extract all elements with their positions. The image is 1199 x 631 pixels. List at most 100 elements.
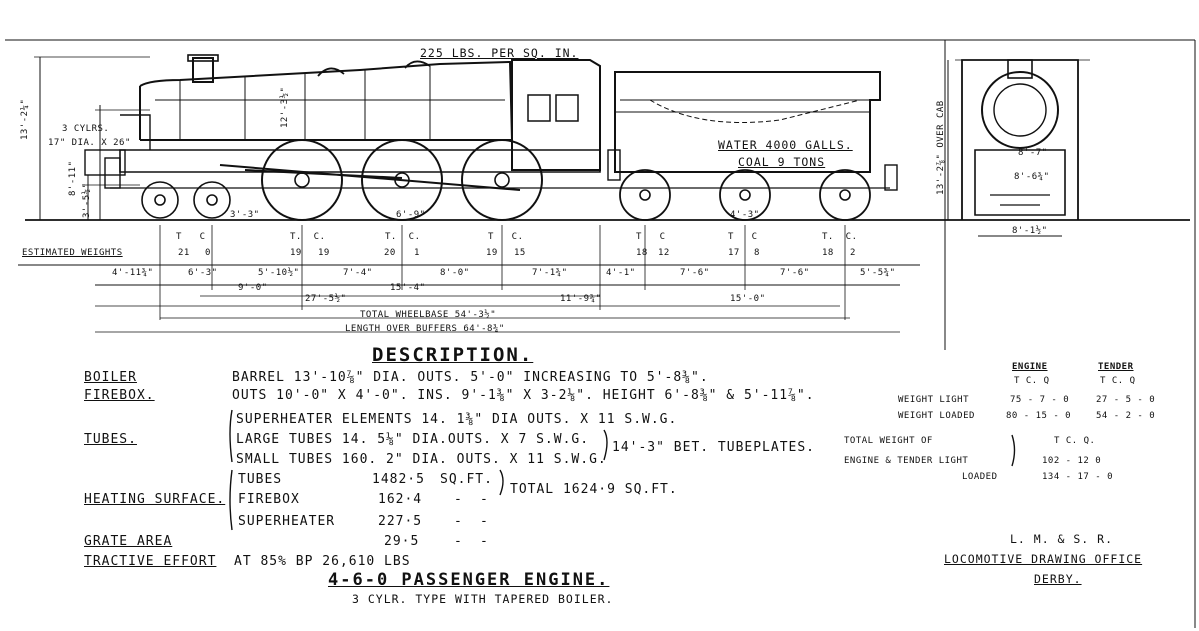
tubeplates-text: 14'-3" BET. TUBEPLATES.: [612, 440, 816, 455]
chimney: [192, 57, 214, 83]
boiler-label: BOILER: [84, 370, 137, 385]
axle-2-c: 19: [318, 248, 330, 258]
cylinders-dia-label: 17" DIA. X 26": [48, 138, 131, 148]
grate-area-value: 29·5: [384, 534, 420, 549]
driving-wheel-1: [261, 139, 343, 221]
weight-light-label: WEIGHT LIGHT: [898, 395, 970, 405]
grate-ditto-1: -: [454, 534, 463, 549]
dim-2: 6'-3": [188, 268, 218, 278]
height-footplate: 3'-5½": [82, 182, 92, 218]
heating-surface-label: HEATING SURFACE.: [84, 492, 226, 507]
tubes-label: TUBES.: [84, 432, 137, 447]
axle-4-c: 15: [514, 248, 526, 258]
engine-subtitle: 3 CYLR. TYPE WITH TAPERED BOILER.: [352, 592, 614, 606]
bogie-wheel-dia: 3'-3": [230, 210, 260, 220]
office-line-1: L. M. & S. R.: [1010, 532, 1114, 546]
dim-3: 5'-10½": [258, 268, 300, 278]
driving-wheel-3: [461, 139, 543, 221]
length-over-buffers: LENGTH OVER BUFFERS 64'-8¾": [345, 324, 505, 334]
tender-wheel-2: [719, 169, 771, 221]
dim-r3a: 27'-5½": [305, 294, 347, 304]
total-weight-label-1: TOTAL WEIGHT OF: [844, 436, 933, 446]
axle-1-t: 21: [178, 248, 190, 258]
weight-loaded-tender: 54 - 2 - 0: [1096, 411, 1156, 421]
dim-r2a: 9'-0": [238, 283, 268, 293]
height-boiler: 12'-3½": [280, 86, 290, 128]
hs-super-ditto-2: -: [480, 514, 489, 529]
front-height: 13'-2⅞" OVER CAB: [936, 100, 946, 195]
hs-unit: SQ.FT.: [440, 472, 493, 487]
hs-firebox-value: 162·4: [378, 492, 423, 507]
height-center: 8'-11": [68, 160, 78, 196]
tender-wheel-1: [619, 169, 671, 221]
dim-4: 7'-4": [343, 268, 373, 278]
dim-r3b: 11'-9¾": [560, 294, 602, 304]
boiler-outline: [139, 60, 514, 141]
hs-firebox-ditto-1: -: [454, 492, 463, 507]
axle-6-c: 8: [754, 248, 760, 258]
axle-1-c: 0: [205, 248, 211, 258]
axle-4-t: 19: [486, 248, 498, 258]
bogie-wheel-rear: [193, 181, 231, 219]
axle-3-c: 1: [414, 248, 420, 258]
tubes-line-1: SUPERHEATER ELEMENTS 14. 1⅜" DIA OUTS. X…: [236, 412, 678, 427]
tender-column-header: TENDER: [1098, 362, 1134, 372]
bogie-wheel-front: [141, 181, 179, 219]
tubes-line-3: SMALL TUBES 160. 2" DIA. OUTS. X 11 S.W.…: [236, 452, 607, 467]
axle-7-t: 18: [822, 248, 834, 258]
hs-firebox-label: FIREBOX: [238, 492, 300, 507]
total-weight-light: 102 - 12 0: [1042, 456, 1102, 466]
engine-column-header: ENGINE: [1012, 362, 1048, 372]
total-weight-tcq: T C. Q.: [1054, 436, 1096, 446]
office-line-2: LOCOMOTIVE DRAWING OFFICE: [944, 552, 1143, 566]
hs-tubes-label: TUBES: [238, 472, 283, 487]
axle-2-t: 19: [290, 248, 302, 258]
dim-7: 4'-1": [606, 268, 636, 278]
hs-tubes-value: 1482·5: [372, 472, 425, 487]
cab-outline: [511, 59, 601, 171]
axle-7-c: 2: [850, 248, 856, 258]
height-overall: 13'-2¼": [20, 98, 30, 140]
pressure-label: 225 LBS. PER SQ. IN.: [420, 46, 579, 60]
weight-light-tender: 27 - 5 - 0: [1096, 395, 1156, 405]
total-weight-label-2: ENGINE & TENDER LIGHT: [844, 456, 969, 466]
tender-wheel-3: [819, 169, 871, 221]
axle-6-t: 17: [728, 248, 740, 258]
estimated-weights-label: ESTIMATED WEIGHTS: [22, 248, 123, 258]
hs-firebox-ditto-2: -: [480, 492, 489, 507]
boiler-text: BARREL 13'-10⅞" DIA. OUTS. 5'-0" INCREAS…: [232, 370, 709, 385]
weight-light-engine: 75 - 7 - 0: [1010, 395, 1070, 405]
hs-total: TOTAL 1624·9 SQ.FT.: [510, 482, 678, 497]
cylinders-label: 3 CYLRS.: [62, 124, 110, 134]
tractive-effort-text: AT 85% BP 26,610 LBS: [234, 554, 411, 569]
total-weight-loaded: 134 - 17 - 0: [1042, 472, 1114, 482]
tender-water-label: WATER 4000 GALLS.: [718, 138, 853, 152]
dim-9: 7'-6": [780, 268, 810, 278]
office-line-3: DERBY.: [1034, 572, 1082, 586]
tender-wheel-dia: 4'-3": [730, 210, 760, 220]
axle-5-t: 18: [636, 248, 648, 258]
tractive-effort-label: TRACTIVE EFFORT: [84, 554, 217, 569]
firebox-text: OUTS 10'-0" X 4'-0". INS. 9'-1⅜" X 3-2⅛"…: [232, 388, 815, 403]
engine-title: 4-6-0 PASSENGER ENGINE.: [328, 570, 610, 590]
weight-loaded-label: WEIGHT LOADED: [898, 411, 975, 421]
grate-ditto-2: -: [480, 534, 489, 549]
total-weight-label-3: LOADED: [962, 472, 998, 482]
dim-6: 7'-1¾": [532, 268, 568, 278]
front-center: 8'-6¾": [1014, 172, 1050, 182]
driving-wheel-dia: 6'-9": [396, 210, 426, 220]
dim-8: 7'-6": [680, 268, 710, 278]
hs-super-ditto-1: -: [454, 514, 463, 529]
dim-r3c: 15'-0": [730, 294, 766, 304]
axle-3-t: 20: [384, 248, 396, 258]
axle-5-c: 12: [658, 248, 670, 258]
dim-1: 4'-11¾": [112, 268, 154, 278]
firebox-label: FIREBOX.: [84, 388, 155, 403]
dim-r2b: 15'-4": [390, 283, 426, 293]
hs-super-label: SUPERHEATER: [238, 514, 336, 529]
dim-10: 5'-5¾": [860, 268, 896, 278]
front-width: 8'-1½": [1012, 226, 1048, 236]
total-wheelbase: TOTAL WHEELBASE 54'-3½": [360, 310, 497, 320]
tender-tcq: T C. Q: [1100, 376, 1136, 386]
